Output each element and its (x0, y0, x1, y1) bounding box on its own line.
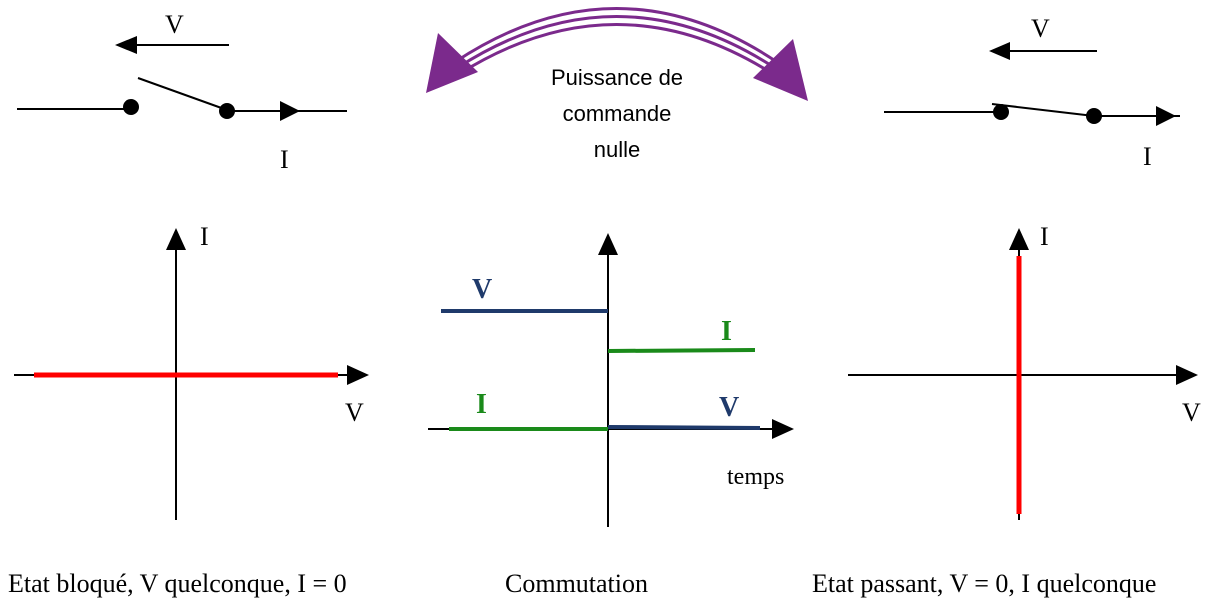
current-after-label: I (721, 316, 732, 347)
left-switch-contact-a (123, 99, 139, 115)
left-iv-graph: I V Etat bloqué, V quelconque, I = 0 (8, 222, 369, 598)
right-y-arrowhead (1009, 228, 1029, 250)
left-y-label: I (200, 222, 209, 251)
right-x-label: V (1182, 398, 1201, 427)
control-arc-middle (456, 15, 776, 70)
right-switch-current-label: I (1143, 142, 1152, 171)
control-double-arrow: Puissance de commande nulle (426, 7, 808, 162)
right-switch-closed: V I (884, 14, 1180, 171)
control-text-line1: Puissance de (551, 65, 683, 90)
left-current-arrowhead (280, 101, 300, 121)
left-y-arrowhead (166, 228, 186, 250)
left-caption: Etat bloqué, V quelconque, I = 0 (8, 569, 347, 598)
control-text-line3: nulle (594, 137, 640, 162)
voltage-after-label: V (719, 392, 739, 423)
middle-caption: Commutation (505, 569, 648, 598)
middle-top-arrowhead (598, 233, 618, 255)
control-arc-outer (454, 7, 778, 64)
left-x-label: V (345, 398, 364, 427)
voltage-before-label: V (472, 274, 492, 305)
left-switch-current-label: I (280, 145, 289, 174)
right-voltage-arrowhead (989, 42, 1010, 60)
left-x-arrowhead (347, 365, 369, 385)
middle-x-label: temps (727, 464, 784, 490)
middle-switching-graph: temps V I I V Commutation (428, 233, 794, 598)
left-switch-voltage-label: V (165, 10, 184, 39)
voltage-after-line (607, 425, 761, 430)
right-switch-contact-a (993, 104, 1009, 120)
right-caption: Etat passant, V = 0, I quelconque (812, 569, 1156, 598)
left-switch-open: V I (17, 10, 347, 174)
left-voltage-arrowhead (115, 36, 137, 54)
current-before-label: I (476, 389, 487, 420)
left-switch-blade (137, 77, 228, 111)
middle-x-arrowhead (772, 419, 794, 439)
control-arc-inner (458, 23, 774, 76)
right-y-label: I (1040, 222, 1049, 251)
current-after-line (607, 348, 756, 353)
control-arrowhead-left (426, 33, 478, 93)
right-switch-voltage-label: V (1031, 14, 1050, 43)
control-arrowhead-right (753, 39, 808, 101)
control-text-line2: commande (563, 101, 672, 126)
right-x-arrowhead (1176, 365, 1198, 385)
right-switch-blade (991, 103, 1095, 117)
right-current-arrowhead (1156, 106, 1176, 126)
right-iv-graph: I V Etat passant, V = 0, I quelconque (812, 222, 1201, 598)
